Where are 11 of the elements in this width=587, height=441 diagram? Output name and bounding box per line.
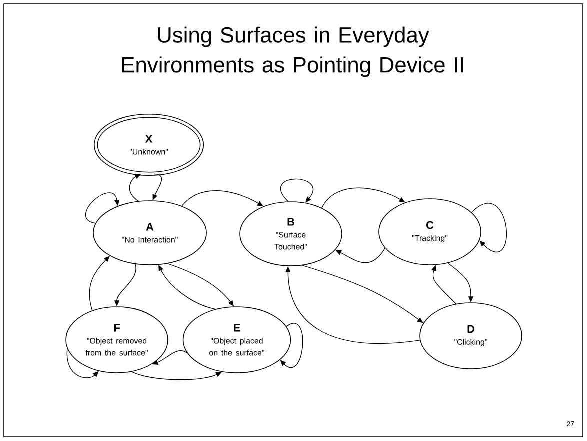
arrow: [66, 348, 99, 378]
arrow: [471, 203, 507, 252]
arrow: [280, 323, 304, 368]
arrow: [152, 350, 188, 366]
arrow: [89, 256, 110, 312]
arrow: [302, 265, 424, 324]
arrow: [336, 248, 386, 264]
title: Using Surfaces in Everyday Environments as Pointing Device II: [122, 26, 464, 78]
arrow: [280, 178, 314, 203]
arrow: [85, 192, 120, 224]
arrow: [158, 265, 216, 310]
